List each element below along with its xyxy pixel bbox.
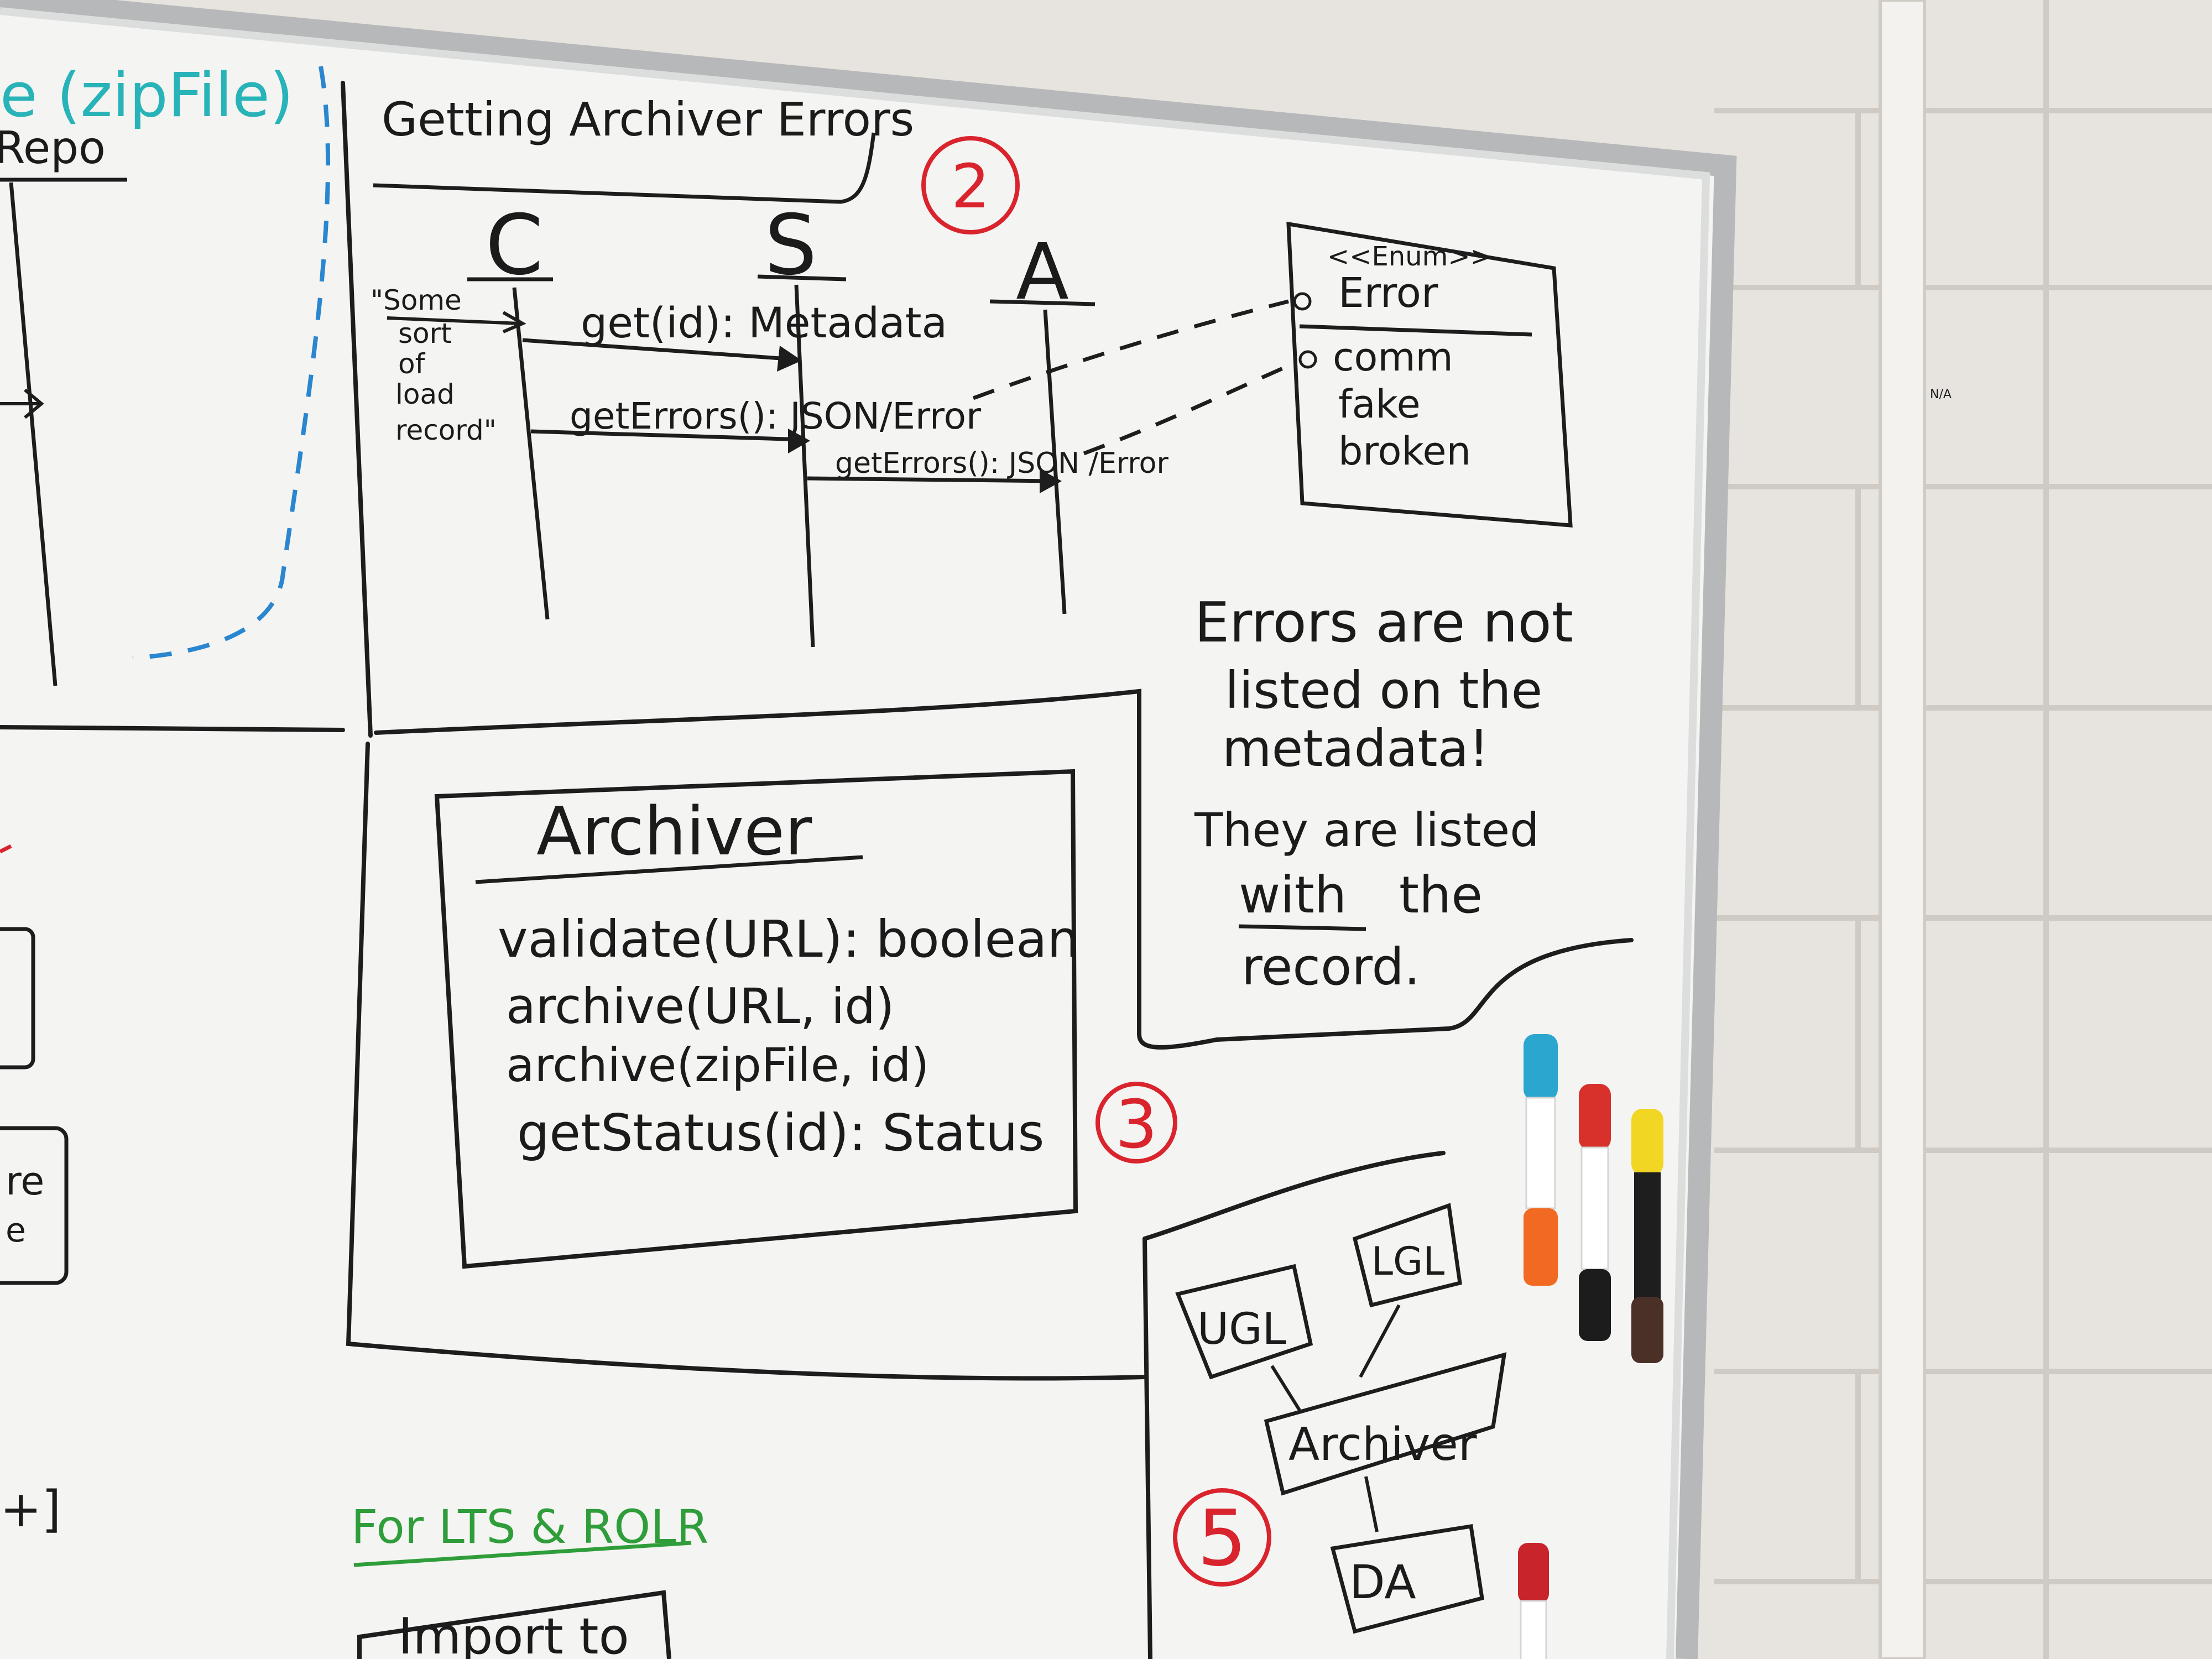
note-text-line-2: listed on the [1225, 661, 1542, 720]
section-2-number-circle [921, 136, 1020, 234]
marker-red-white[interactable] [1518, 1543, 1549, 1659]
section-2-title: Getting Archiver Errors [382, 92, 914, 147]
section-3-number: 3 [1115, 1087, 1157, 1164]
note-text-line-4: They are listed [1194, 803, 1540, 857]
wall-label: N/A [1930, 388, 1952, 401]
note-line-3: of [398, 348, 426, 380]
error-item-comm: comm [1333, 335, 1453, 380]
method-get-status: getStatus(id): Status [517, 1103, 1044, 1162]
method-archive-url: archive(URL, id) [506, 978, 895, 1035]
section-3-number-circle [1095, 1082, 1177, 1164]
error-enum-name: Error [1338, 269, 1438, 317]
note-line-4: load [395, 378, 455, 410]
left-bottom-text: +] [0, 1480, 61, 1538]
wall-conduit [1879, 0, 1926, 1659]
archiver-class-name: Archiver [536, 794, 812, 870]
note-text-the: the [1399, 865, 1483, 925]
section-3-archiver-class: Archiver validate(URL): boolean archive(… [434, 769, 1177, 1269]
wall-mortar-lines [1714, 0, 2212, 1659]
error-enum-stereotype: <<Enum>> [1327, 241, 1493, 272]
partial-box-text: Import to [398, 1608, 629, 1659]
left-box-text-1: re [6, 1159, 44, 1204]
board-section-lines [0, 81, 1634, 1659]
note-text-with: with [1239, 865, 1347, 925]
message-get-errors-a: getErrors(): JSON /Error [835, 447, 1168, 480]
method-archive-zip: archive(zipFile, id) [506, 1038, 929, 1092]
method-validate: validate(URL): boolean [498, 910, 1079, 969]
node-ugl: UGL [1197, 1305, 1287, 1354]
whiteboard-surface [0, 0, 1725, 1659]
note-line-1: "Some [371, 284, 462, 316]
left-panel-title: e (zipFile) [0, 60, 294, 131]
note-text-line-3: metadata! [1222, 719, 1489, 778]
error-enum-box: <<Enum>> Error comm fake broken [1286, 221, 1573, 528]
error-item-fake: fake [1338, 382, 1421, 427]
marker-blue-orange[interactable] [1524, 1034, 1558, 1286]
section-5-number-circle [1173, 1488, 1271, 1587]
marker-yellow-brown[interactable] [1631, 1109, 1663, 1363]
note-text-record: record. [1241, 937, 1420, 997]
message-get-metadata: get(id): Metadata [581, 298, 947, 347]
marker-red-black[interactable] [1579, 1084, 1611, 1341]
section-5-component-diagram: UGL LGL Archiver DA 5 [1173, 1203, 1507, 1634]
node-da: DA [1349, 1555, 1416, 1609]
note-line-5: record" [395, 414, 497, 446]
note-text-line-1: Errors are not [1194, 590, 1573, 655]
node-archiver: Archiver [1288, 1418, 1477, 1471]
section-2-number: 2 [951, 151, 990, 222]
whiteboard-frame [0, 0, 1737, 1659]
node-lgl: LGL [1371, 1239, 1444, 1284]
note-line-2: sort [398, 317, 452, 349]
errors-note: Errors are not listed on the metadata! T… [1194, 590, 1573, 997]
message-get-errors-s: getErrors(): JSON/Error [570, 395, 982, 437]
left-panel-subtitle: Repo [0, 122, 106, 174]
error-item-broken: broken [1338, 429, 1471, 474]
section-5-number: 5 [1197, 1494, 1246, 1584]
left-box-text-2: e [6, 1211, 26, 1250]
section-2-sequence-diagram: Getting Archiver Errors 2 C S A "Some so… [371, 92, 1573, 648]
